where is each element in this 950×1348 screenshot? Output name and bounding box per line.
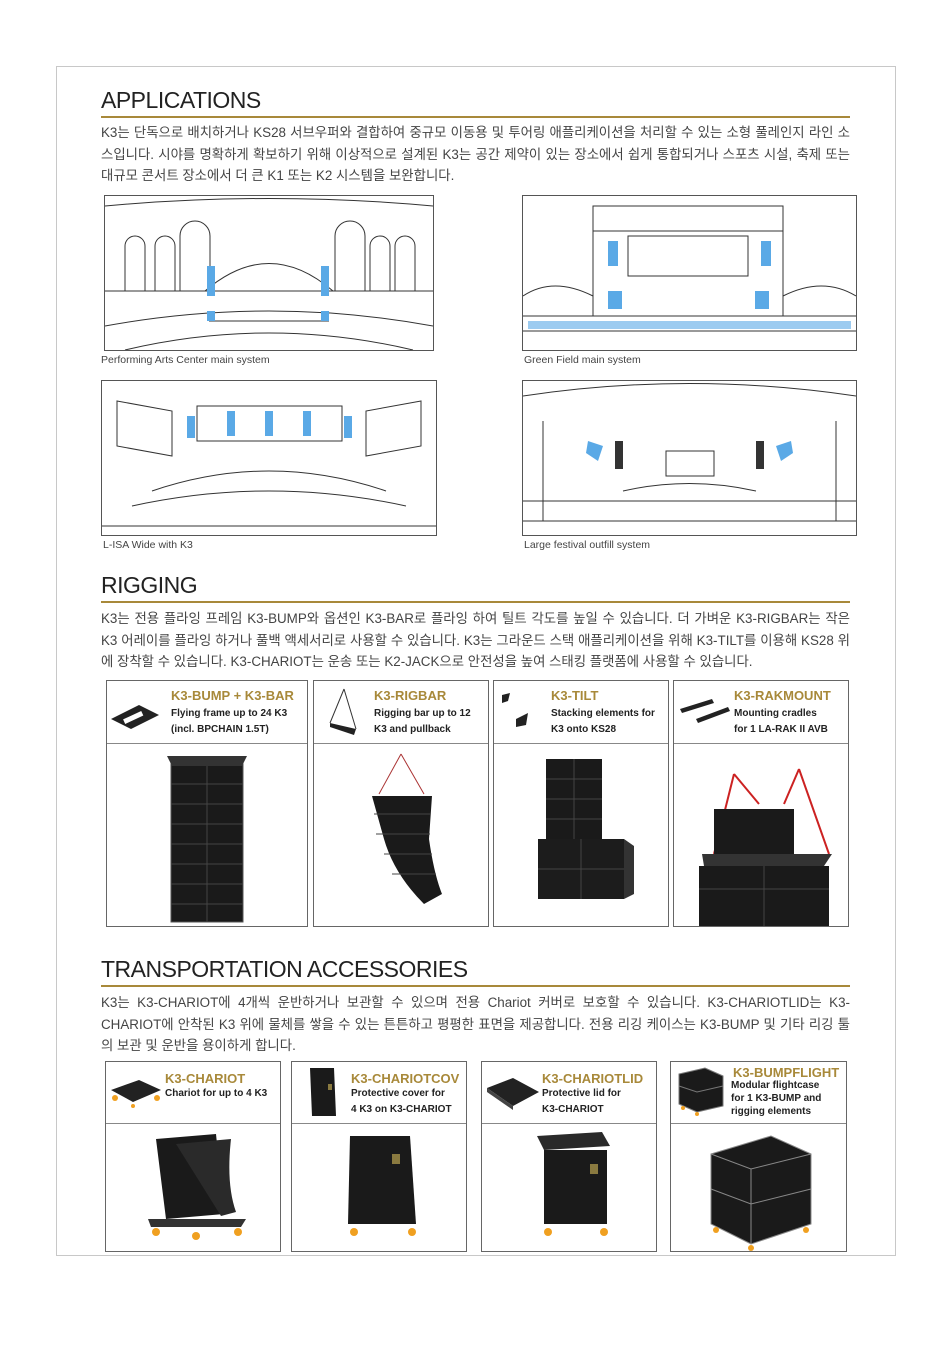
caption: Green Field main system bbox=[524, 354, 641, 366]
rigbar-array-image bbox=[314, 744, 488, 926]
product-name: K3-CHARIOTLID bbox=[542, 1071, 644, 1086]
transport-heading: TRANSPORTATION ACCESSORIES bbox=[101, 955, 850, 987]
tilt-stack-image bbox=[494, 744, 668, 926]
performing-arts-illustration bbox=[104, 195, 434, 351]
product-name: K3-BUMP + K3-BAR bbox=[171, 688, 294, 703]
large-festival-illustration bbox=[522, 380, 857, 536]
chariot-icon bbox=[109, 1076, 163, 1108]
rakmount-icon bbox=[678, 697, 732, 723]
product-card-k3-chariotcov: K3-CHARIOTCOV Protective cover for 4 K3 … bbox=[291, 1061, 467, 1252]
product-name: K3-CHARIOT bbox=[165, 1071, 246, 1086]
chariot-lid-icon bbox=[485, 1074, 541, 1112]
caption: Large festival outfill system bbox=[524, 539, 651, 551]
product-name: K3-RAKMOUNT bbox=[734, 688, 831, 703]
product-card-k3-rakmount: K3-RAKMOUNT Mounting cradles for 1 LA-RA… bbox=[673, 680, 849, 927]
product-name: K3-BUMPFLIGHT bbox=[733, 1065, 840, 1080]
rigging-heading: RIGGING bbox=[101, 571, 850, 603]
product-card-k3-tilt: K3-TILT Stacking elements for K3 onto KS… bbox=[493, 680, 669, 927]
green-field-illustration bbox=[522, 195, 857, 351]
bump-array-image bbox=[107, 744, 307, 926]
lisa-wide-illustration bbox=[101, 380, 437, 536]
chariot-lid-image bbox=[482, 1124, 656, 1251]
product-desc: Flying frame up to 24 K3 (incl. BPCHAIN … bbox=[171, 708, 288, 735]
chariot-cover-icon bbox=[306, 1066, 340, 1118]
product-desc: Modular flightcase for 1 K3-BUMP and rig… bbox=[731, 1080, 822, 1117]
product-desc: Protective lid for K3-CHARIOT bbox=[542, 1088, 621, 1115]
transport-text: K3는 K3-CHARIOT에 4개씩 운반하거나 보관할 수 있으며 전용 C… bbox=[101, 995, 850, 1053]
product-desc: Chariot for up to 4 K3 bbox=[165, 1088, 268, 1099]
page-frame bbox=[56, 66, 896, 1256]
rakmount-image bbox=[674, 744, 848, 926]
product-name: K3-TILT bbox=[551, 688, 599, 703]
applications-heading: APPLICATIONS bbox=[101, 86, 850, 118]
product-desc: Protective cover for 4 K3 on K3-CHARIOT bbox=[351, 1088, 452, 1115]
rigbar-icon bbox=[324, 687, 362, 739]
product-name: K3-CHARIOTCOV bbox=[351, 1071, 460, 1086]
caption: Performing Arts Center main system bbox=[101, 354, 270, 366]
chariot-image bbox=[106, 1124, 280, 1251]
product-name: K3-RIGBAR bbox=[374, 688, 447, 703]
product-desc: Rigging bar up to 12 K3 and pullback bbox=[374, 708, 471, 735]
rigging-text: K3는 전용 플라잉 프레임 K3-BUMP와 옵션인 K3-BAR로 플라잉 … bbox=[101, 611, 850, 669]
flightcase-image bbox=[671, 1124, 846, 1251]
caption: L-ISA Wide with K3 bbox=[103, 539, 193, 551]
bump-frame-icon bbox=[109, 697, 161, 731]
product-card-k3-bumpflight: K3-BUMPFLIGHT Modular flightcase for 1 K… bbox=[670, 1061, 847, 1252]
product-card-k3-chariotlid: K3-CHARIOTLID Protective lid for K3-CHAR… bbox=[481, 1061, 657, 1252]
product-card-k3-bump: K3-BUMP + K3-BAR Flying frame up to 24 K… bbox=[106, 680, 308, 927]
flightcase-icon bbox=[675, 1066, 725, 1116]
chariot-cover-image bbox=[292, 1124, 466, 1251]
product-desc: Stacking elements for K3 onto KS28 bbox=[551, 708, 655, 735]
applications-text: K3는 단독으로 배치하거나 KS28 서브우퍼와 결합하여 중규모 이동용 및… bbox=[101, 125, 850, 183]
product-desc: Mounting cradles for 1 LA-RAK II AVB bbox=[734, 708, 828, 735]
product-card-k3-rigbar: K3-RIGBAR Rigging bar up to 12 K3 and pu… bbox=[313, 680, 489, 927]
tilt-icon bbox=[498, 691, 538, 731]
product-card-k3-chariot: K3-CHARIOT Chariot for up to 4 K3 bbox=[105, 1061, 281, 1252]
